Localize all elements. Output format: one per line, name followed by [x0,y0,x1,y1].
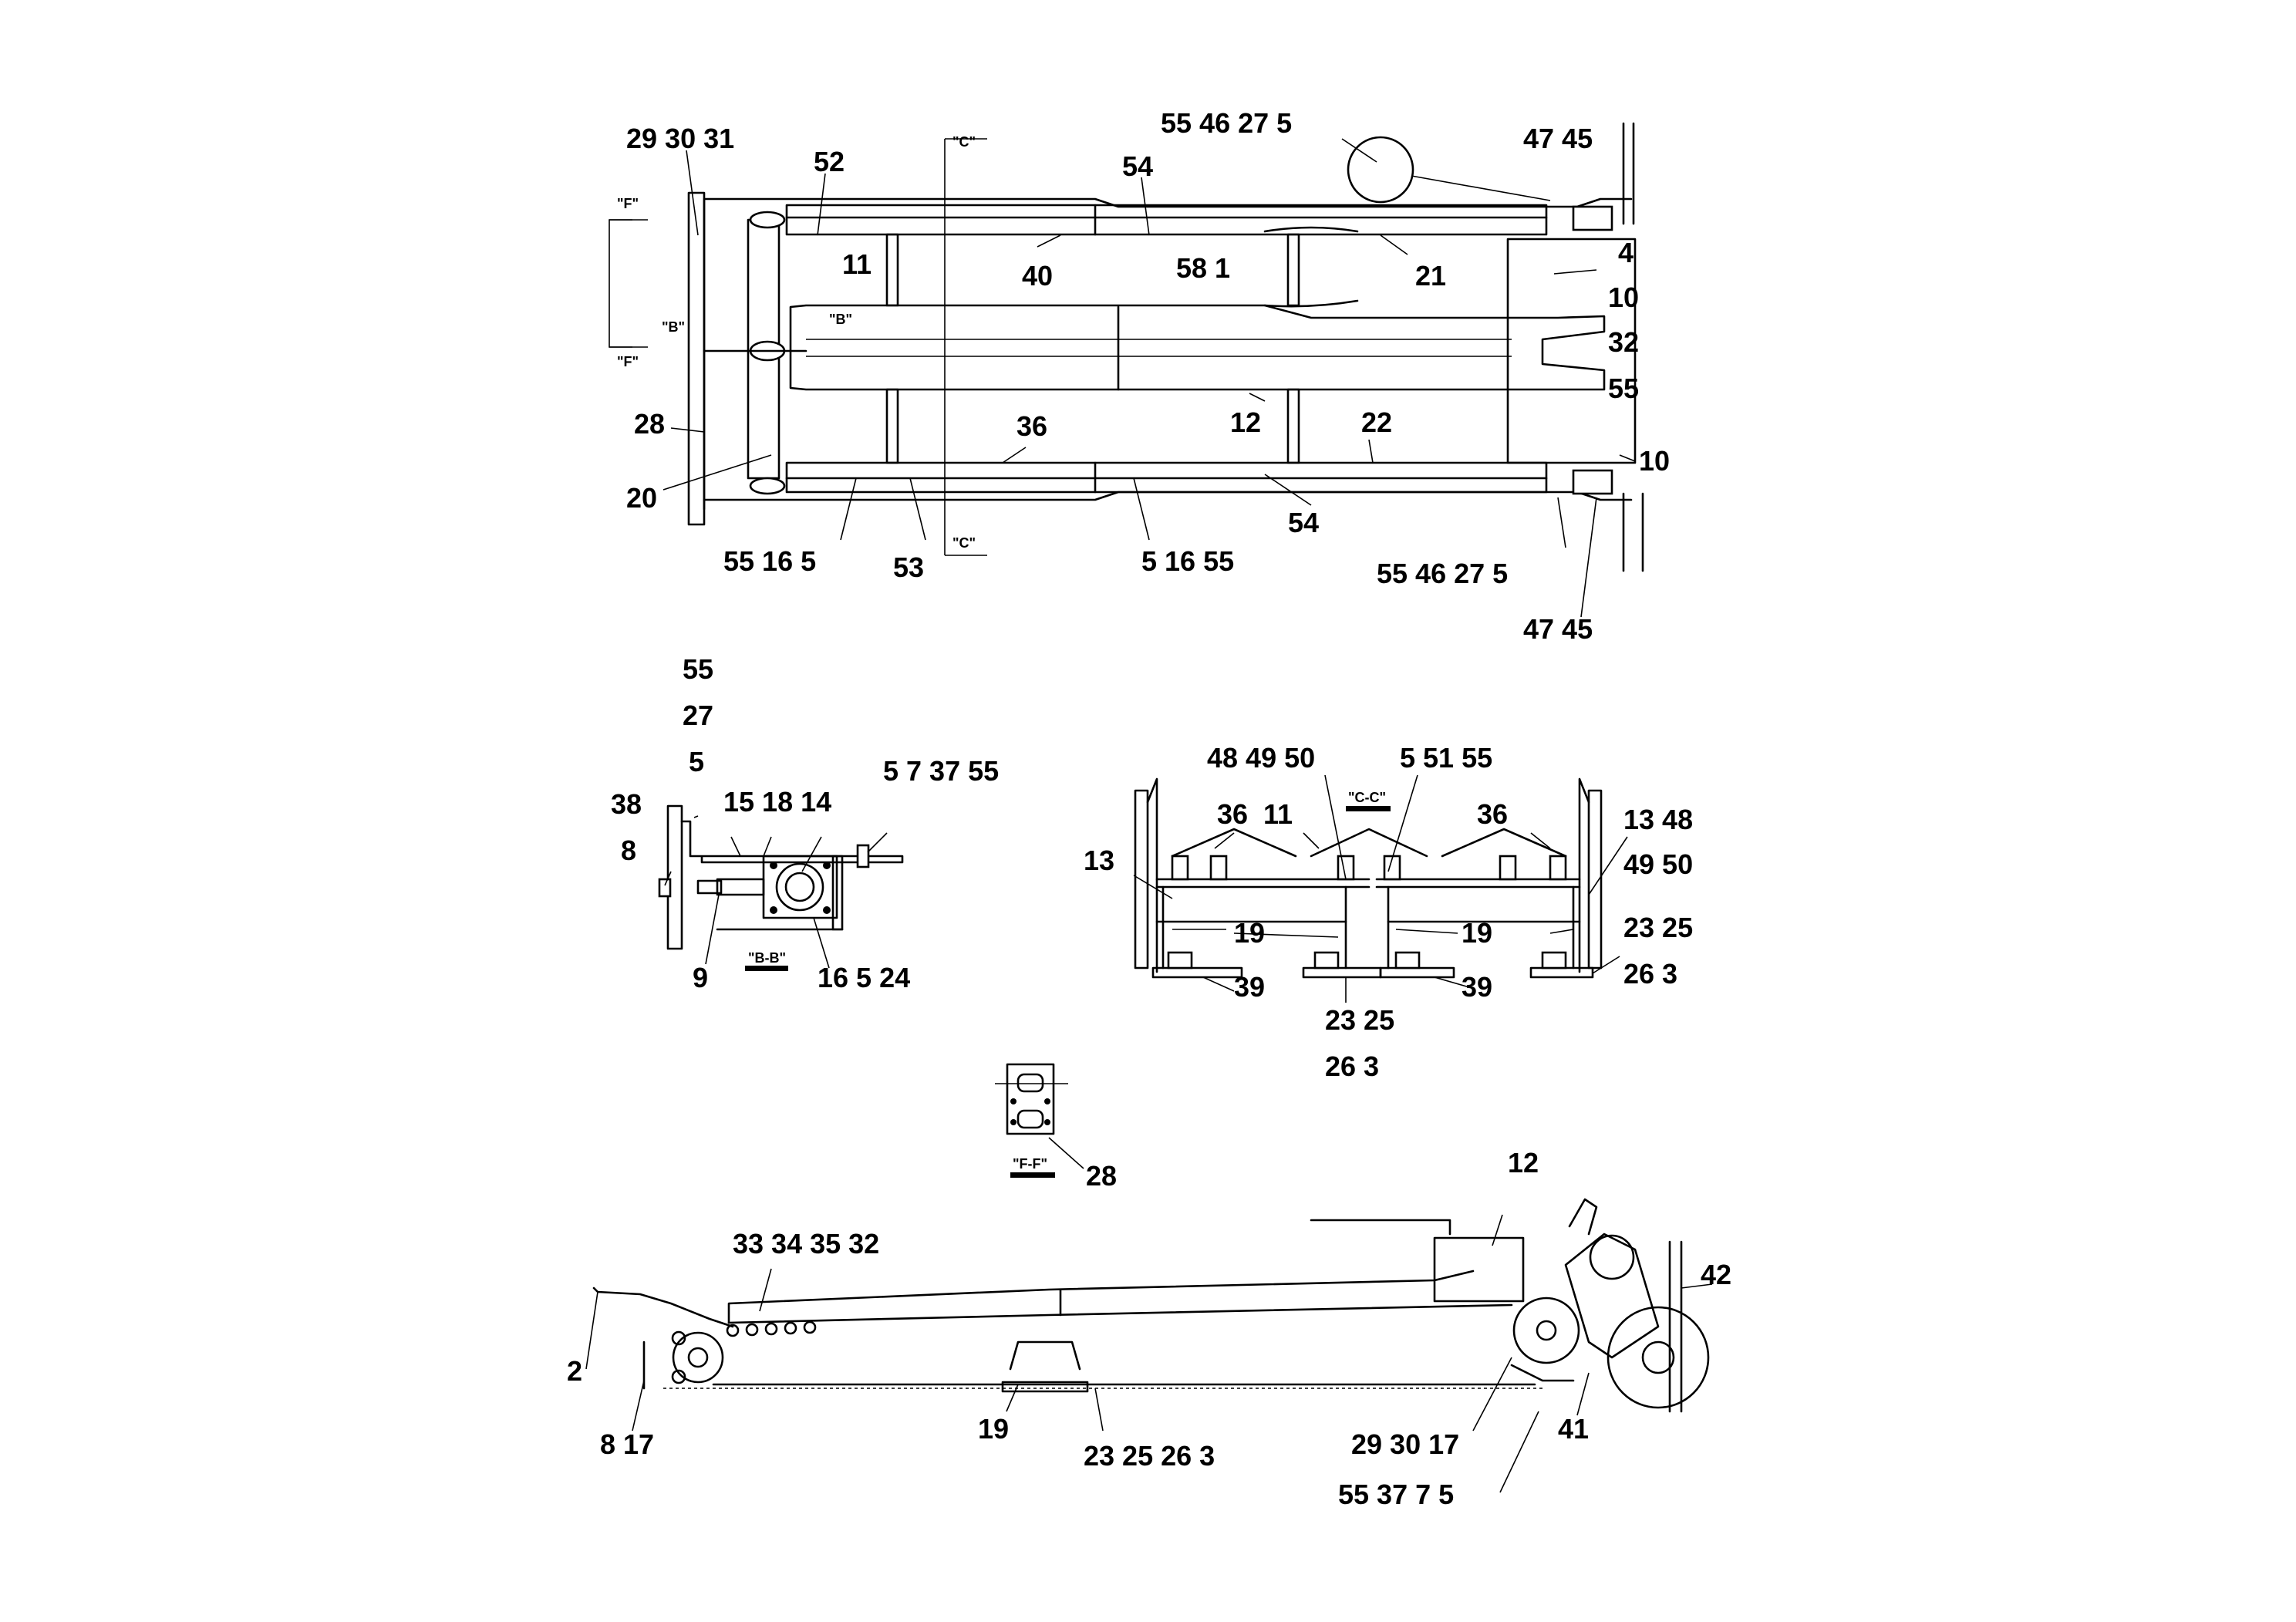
section-c-top-mark: "C" [952,134,976,150]
callout-19-side: 19 [978,1413,1009,1445]
callout-11: 11 [1263,798,1293,830]
callout-41: 41 [1558,1413,1589,1445]
callout-29-30-31: 29 30 31 [626,123,734,154]
callout-42: 42 [1701,1259,1731,1290]
callout-9: 9 [693,962,708,993]
callout-55-46-27-5-top: 55 46 27 5 [1161,107,1292,139]
callout-13-48: 13 48 [1623,804,1693,835]
section-b-b-title: "B-B" [748,950,786,966]
section-c-c-title: "C-C" [1348,790,1386,805]
callout-53: 53 [893,551,924,583]
callout-12-side: 12 [1508,1147,1539,1179]
callout-55-37-7-5: 55 37 7 5 [1338,1479,1454,1510]
callout-20: 20 [626,482,657,514]
callout-47-45-bottom: 47 45 [1523,613,1593,645]
callout-16-5-24: 16 5 24 [818,962,910,993]
callout-54-top: 54 [1122,150,1153,182]
callout-19-right: 19 [1462,917,1492,949]
callout-55-16-5: 55 16 5 [723,545,816,577]
callout-28: 28 [634,408,665,440]
callout-11: 11 [842,248,872,280]
callout-48-49-50: 48 49 50 [1207,742,1315,774]
section-f-f: "F-F" 28 [995,1063,1117,1192]
callout-5-left: 5 [689,746,704,777]
section-f-top-mark: "F" [617,196,639,211]
callout-26-3-center: 26 3 [1325,1050,1379,1082]
callout-10-top: 10 [1608,282,1639,313]
callout-23-25-center: 23 25 [1325,1004,1394,1036]
callout-33-34-35-32: 33 34 35 32 [733,1228,879,1259]
callout-4: 4 [1618,237,1633,268]
callout-55-46-27-5-bottom: 55 46 27 5 [1377,558,1508,589]
callout-2: 2 [567,1355,582,1387]
callout-5-7-37-55: 5 7 37 55 [883,755,999,787]
callout-36-right: 36 [1477,798,1508,830]
callout-55-right: 55 [1608,373,1639,404]
callout-21: 21 [1415,260,1446,292]
callout-36-left: 36 [1217,798,1248,830]
callout-39-right: 39 [1462,971,1492,1003]
callout-15-18-14: 15 18 14 [723,786,831,818]
callout-58-1: 58 1 [1176,252,1230,284]
callout-49-50: 49 50 [1623,848,1693,880]
side-view: 12 33 34 35 32 42 2 8 17 19 23 25 26 3 2… [567,1147,1731,1510]
section-b-b: "B-B" 55 27 5 38 15 18 14 5 7 37 55 8 9 … [611,653,999,993]
callout-26-3-right: 26 3 [1623,958,1677,990]
callout-38: 38 [611,788,642,820]
callout-23-25-26-3: 23 25 26 3 [1084,1440,1215,1472]
callout-5-16-55: 5 16 55 [1141,545,1234,577]
callout-55: 55 [683,653,713,685]
callout-39-left: 39 [1234,971,1265,1003]
section-f-bottom-mark: "F" [617,354,639,369]
callout-32: 32 [1608,326,1639,358]
callout-13: 13 [1084,845,1114,876]
callout-29-30-17: 29 30 17 [1351,1428,1459,1460]
callout-47-45-top: 47 45 [1523,123,1593,154]
top-view: "F" "F" "C" "C" "B" "B" 29 30 31 52 54 5… [609,107,1670,645]
section-c-bottom-mark: "C" [952,535,976,551]
callout-22: 22 [1361,406,1392,438]
callout-8: 8 [621,835,636,866]
callout-28-ff: 28 [1086,1160,1117,1192]
section-f-f-title: "F-F" [1013,1156,1047,1172]
callout-52: 52 [814,146,845,177]
callout-10-bottom: 10 [1639,445,1670,477]
callout-12: 12 [1230,406,1261,438]
section-b-right-mark: "B" [829,312,852,327]
callout-8-17: 8 17 [600,1428,654,1460]
section-b-left-mark: "B" [662,319,685,335]
section-c-c: "C-C" 48 49 50 5 51 55 36 11 36 13 48 49… [1084,742,1693,1082]
callout-27: 27 [683,700,713,731]
callout-36: 36 [1017,410,1047,442]
callout-23-25-right: 23 25 [1623,912,1693,943]
callout-5-51-55: 5 51 55 [1400,742,1492,774]
callout-40: 40 [1022,260,1053,292]
callout-19-left: 19 [1234,917,1265,949]
callout-54-bottom: 54 [1288,507,1319,538]
